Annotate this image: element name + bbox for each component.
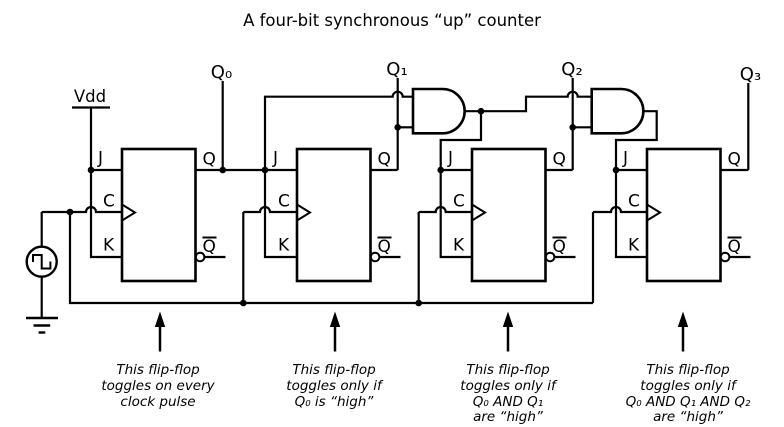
clock-bus-wire xyxy=(68,212,593,305)
annotation-arrows xyxy=(154,311,689,352)
qbar-port-label: Q xyxy=(378,237,391,257)
c-port-label: C xyxy=(453,192,465,212)
qbar-bubble xyxy=(719,251,731,263)
k-port-label: K xyxy=(628,236,640,256)
flip-flop-4-body xyxy=(645,147,722,283)
j-port-label: J xyxy=(97,149,103,169)
output-taps: Q₀ Q₁ Q₂ Q₃ xyxy=(211,59,761,170)
k-port-label: K xyxy=(453,236,465,256)
flip-flop-2-body xyxy=(295,147,372,283)
caption-line: are “high” xyxy=(653,409,723,426)
jk-tie-wire xyxy=(89,170,122,259)
flip-flop-1: J C K Q Q xyxy=(89,147,297,283)
diagram-title: A four-bit synchronous “up” counter xyxy=(243,11,541,30)
qbar-port-label: Q xyxy=(203,237,216,257)
caption-ff2: This flip-flop toggles only if Q₀ is “hi… xyxy=(234,362,434,410)
junction-dot xyxy=(87,166,95,174)
c-port-label: C xyxy=(103,192,115,212)
qbar-port-label: Q xyxy=(728,237,741,257)
clock-source xyxy=(25,212,58,318)
and-gate-icon xyxy=(411,87,466,135)
flip-flop-2: J C K Q Q xyxy=(263,147,401,283)
caption-line: Q₀ is “high” xyxy=(294,393,374,410)
caption-line: Q₀ AND Q₁ xyxy=(472,393,544,410)
up-arrow-icon xyxy=(502,311,514,352)
q2-label: Q₂ xyxy=(561,59,582,80)
junction-dot xyxy=(415,299,423,307)
caption-ff1: This flip-flop toggles on every clock pu… xyxy=(58,362,258,410)
up-arrow-icon xyxy=(154,311,166,352)
caption-line: This flip-flop xyxy=(116,362,200,378)
and1-input-a-wire xyxy=(263,90,413,170)
j-port-label: J xyxy=(622,149,628,169)
junction-dot xyxy=(261,166,269,174)
junction-dots xyxy=(66,107,620,307)
caption-line: clock pulse xyxy=(120,393,196,410)
clock-triangle-icon xyxy=(471,203,487,222)
q1-label: Q₁ xyxy=(386,59,407,80)
junction-dot xyxy=(569,124,576,131)
k-port-label: K xyxy=(103,236,115,256)
junction-dot xyxy=(394,124,402,131)
junction-dot xyxy=(477,107,485,115)
caption-ff4: This flip-flop toggles only if Q₀ AND Q₁… xyxy=(588,362,784,426)
junction-dot xyxy=(437,166,445,174)
caption-ff3: This flip-flop toggles only if Q₀ AND Q₁… xyxy=(408,362,608,426)
caption-line: are “high” xyxy=(473,409,543,426)
and-gate-1 xyxy=(263,87,592,170)
c-port-label: C xyxy=(278,192,290,212)
caption-line: This flip-flop xyxy=(292,362,376,378)
caption-line: toggles only if xyxy=(640,377,736,394)
caption-line: This flip-flop xyxy=(466,362,550,378)
up-arrow-icon xyxy=(677,311,689,352)
clock-triangle-icon xyxy=(121,203,137,222)
q3-label: Q₃ xyxy=(740,64,761,85)
power-source-vdd: Vdd xyxy=(72,87,110,170)
ground-icon xyxy=(26,316,58,334)
flip-flop-4: J C K Q Q xyxy=(614,147,751,283)
q-port-label: Q xyxy=(378,150,391,170)
and1-to-ff3-j-wire xyxy=(439,111,483,170)
clock-triangle-icon xyxy=(646,203,662,222)
k-port-label: K xyxy=(278,236,290,256)
qbar-port-label: Q xyxy=(553,237,566,257)
up-arrow-icon xyxy=(329,311,341,352)
caption-line: toggles on every xyxy=(101,377,215,394)
q-port-label: Q xyxy=(203,150,216,170)
j-port-label: J xyxy=(447,149,453,169)
caption-line: toggles only if xyxy=(460,377,556,394)
flip-flop-1-body xyxy=(120,147,197,283)
junction-dot xyxy=(612,166,620,174)
jk-tie-wire xyxy=(439,170,472,259)
junction-dot xyxy=(66,208,74,216)
flip-flop-3: J C K Q Q xyxy=(439,147,576,283)
flip-flop-3-body xyxy=(470,147,547,283)
and1-to-and2-wire xyxy=(481,90,592,113)
and2-to-ff4-j-wire xyxy=(614,110,658,170)
c-port-label: C xyxy=(628,192,640,212)
qbar-bubble xyxy=(544,251,556,263)
jk-tie-wire xyxy=(263,170,297,259)
and-gate-icon xyxy=(590,87,645,135)
square-wave-icon xyxy=(32,254,52,270)
junction-dot xyxy=(240,299,247,307)
junction-dot xyxy=(219,166,226,174)
caption-line: Q₀ AND Q₁ AND Q₂ xyxy=(625,393,751,410)
clock-triangle-icon xyxy=(296,203,312,222)
q0-label: Q₀ xyxy=(211,62,232,83)
jk-tie-wire xyxy=(614,170,647,259)
caption-line: This flip-flop xyxy=(646,362,730,378)
and-gate-2 xyxy=(572,87,658,170)
j-port-label: J xyxy=(272,149,278,169)
vdd-label: Vdd xyxy=(74,87,106,106)
caption-line: toggles only if xyxy=(286,377,382,394)
q-port-label: Q xyxy=(728,150,741,170)
q-port-label: Q xyxy=(553,150,566,170)
